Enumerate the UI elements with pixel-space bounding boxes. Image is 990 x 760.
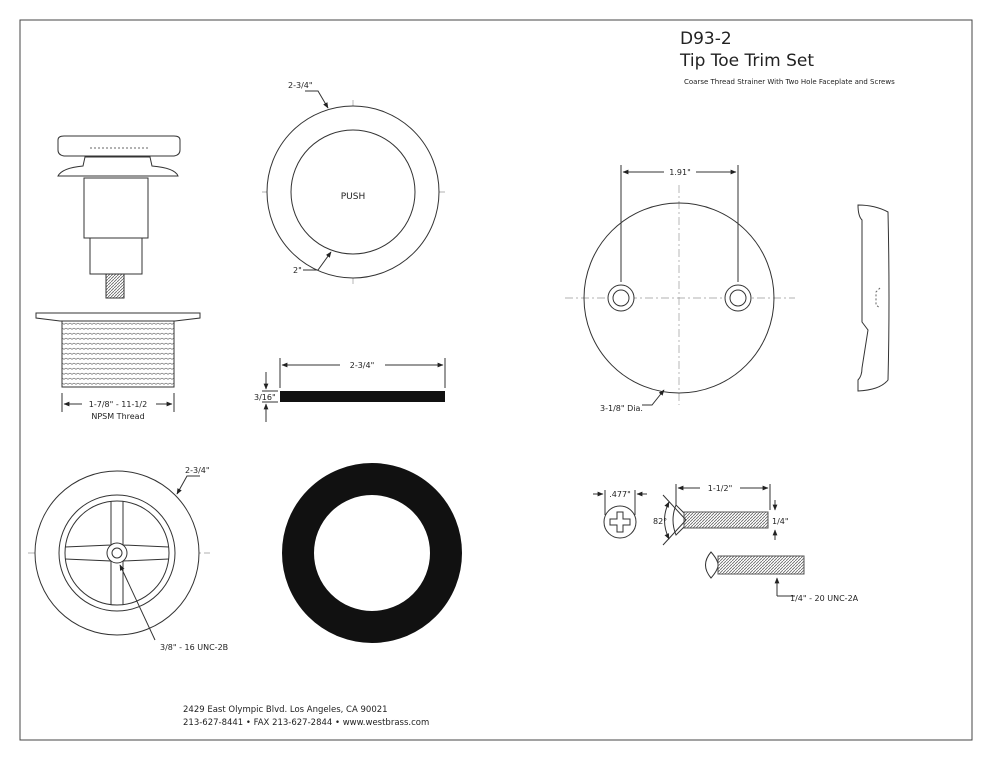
gasket-top-view [282,463,462,643]
title-block: D93-2 Tip Toe Trim Set Coarse Thread Str… [679,29,895,86]
screw-head-view: .477" [593,490,647,539]
product-name: Tip Toe Trim Set [679,51,814,71]
screw-second-view: 1/4" - 20 UNC-2A [705,551,859,603]
gasket-width: 2-3/4" [350,361,375,370]
strainer-side-view: 1-7/8" - 11-1/2 NPSM Thread [35,312,201,421]
gasket-thickness: 3/16" [254,393,276,402]
screw-side-view: 82° 1-1/2" 1/4" [653,484,789,546]
gasket-side-view: 2-3/4" 3/16" [254,358,446,422]
head-angle: 82° [653,517,667,526]
page-border [19,19,973,741]
product-subtitle: Coarse Thread Strainer With Two Hole Fac… [684,78,895,86]
head-width: .477" [609,490,631,499]
screw-length: 1-1/2" [708,484,733,493]
push-label: PUSH [341,192,366,202]
faceplate-front-view: 1.91" 3-1/8" Dia. [565,165,795,413]
center-thread: 3/8" - 16 UNC-2B [160,643,228,652]
footer: 2429 East Olympic Blvd. Los Angeles, CA … [183,705,429,728]
shank-diameter: 1/4" [772,517,789,526]
stopper-diameter: 2-3/4" [288,81,313,90]
inner-diameter: 2" [293,266,302,275]
thread-type: NPSM Thread [91,412,144,421]
model-number: D93-2 [680,29,732,49]
company-contact: 213-627-8441 • FAX 213-627-2844 • www.we… [183,718,429,728]
strainer-diameter: 2-3/4" [185,466,210,475]
stopper-top-view: PUSH 2-3/4" 2" [262,81,445,285]
faceplate-side-view [857,204,890,392]
hole-spacing: 1.91" [669,168,691,177]
screw-thread: 1/4" - 20 UNC-2A [790,594,859,603]
company-address: 2429 East Olympic Blvd. Los Angeles, CA … [183,705,388,715]
stopper-side-view [57,135,181,299]
strainer-top-view: 2-3/4" 3/8" - 16 UNC-2B [28,466,228,652]
faceplate-diameter: 3-1/8" Dia. [600,404,643,413]
thread-dimension: 1-7/8" - 11-1/2 [89,400,147,409]
